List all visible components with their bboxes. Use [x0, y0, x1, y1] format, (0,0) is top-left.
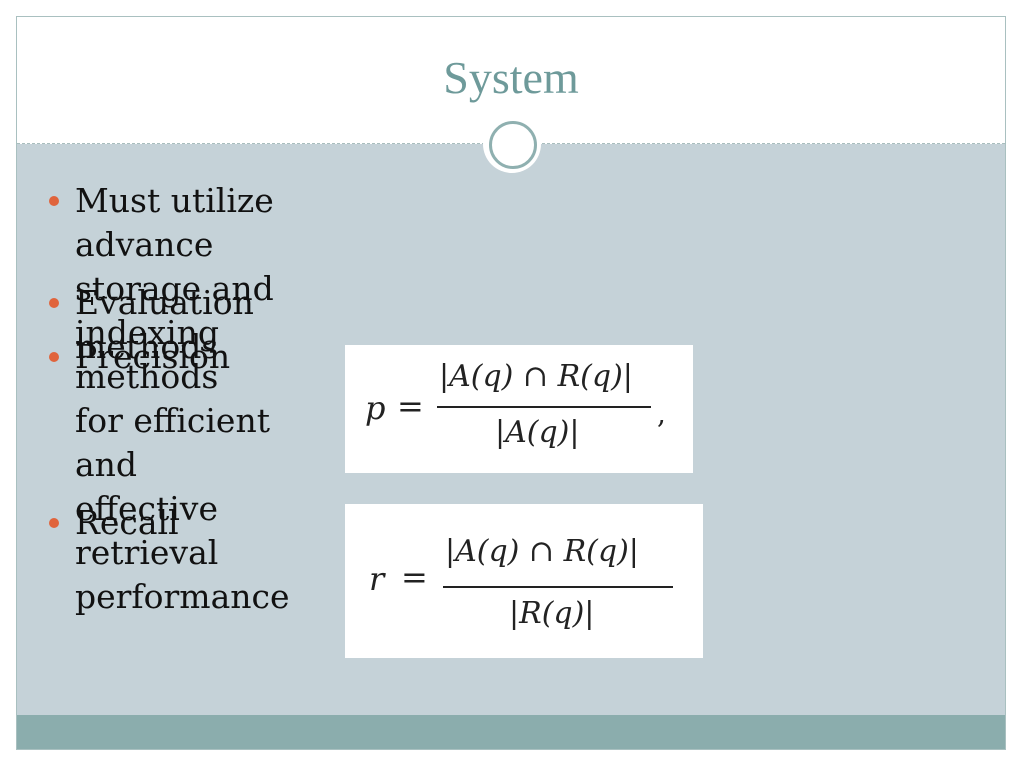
- footer-bar: [17, 715, 1005, 749]
- slide-title: System: [443, 52, 579, 103]
- bullet-dot-icon: [49, 518, 59, 528]
- slide: System Must utilize advance storage and …: [16, 16, 1006, 750]
- bullet-dot-icon: [49, 298, 59, 308]
- bullet-item-3: Precision: [75, 337, 231, 376]
- title-divider-ring: [489, 121, 537, 169]
- recall-formula: r = |A(q) ∩ R(q)| |R(q)|: [345, 504, 703, 658]
- precision-lhs: p: [365, 389, 386, 427]
- recall-denominator: |R(q)|: [509, 596, 595, 631]
- precision-equals: =: [397, 387, 424, 425]
- bullet-dot-icon: [49, 196, 59, 206]
- recall-numerator: |A(q) ∩ R(q)|: [445, 534, 639, 569]
- recall-fraction-bar: [443, 586, 673, 588]
- bullet-item-2: Evaluation methods: [75, 283, 254, 366]
- bullet-item-1: Must utilize advance storage and indexin…: [75, 179, 290, 619]
- bullet-item-4: Recall: [75, 503, 179, 542]
- recall-formula-image: r = |A(q) ∩ R(q)| |R(q)|: [345, 504, 703, 658]
- bullet-dot-icon: [49, 352, 59, 362]
- precision-numerator: |A(q) ∩ R(q)|: [439, 359, 633, 394]
- precision-fraction-bar: [437, 406, 651, 408]
- precision-formula: p = |A(q) ∩ R(q)| |A(q)| ,: [345, 345, 693, 473]
- precision-denominator: |A(q)|: [495, 415, 580, 450]
- bullet-item-1-line1: Must utilize advance storage and indexin…: [75, 181, 274, 396]
- recall-equals: =: [401, 558, 428, 596]
- recall-lhs: r: [369, 560, 385, 598]
- precision-formula-image: p = |A(q) ∩ R(q)| |A(q)| ,: [345, 345, 693, 473]
- precision-comma: ,: [657, 397, 666, 430]
- bullet-item-1-line2: for efficient and effective retrieval pe…: [75, 401, 290, 616]
